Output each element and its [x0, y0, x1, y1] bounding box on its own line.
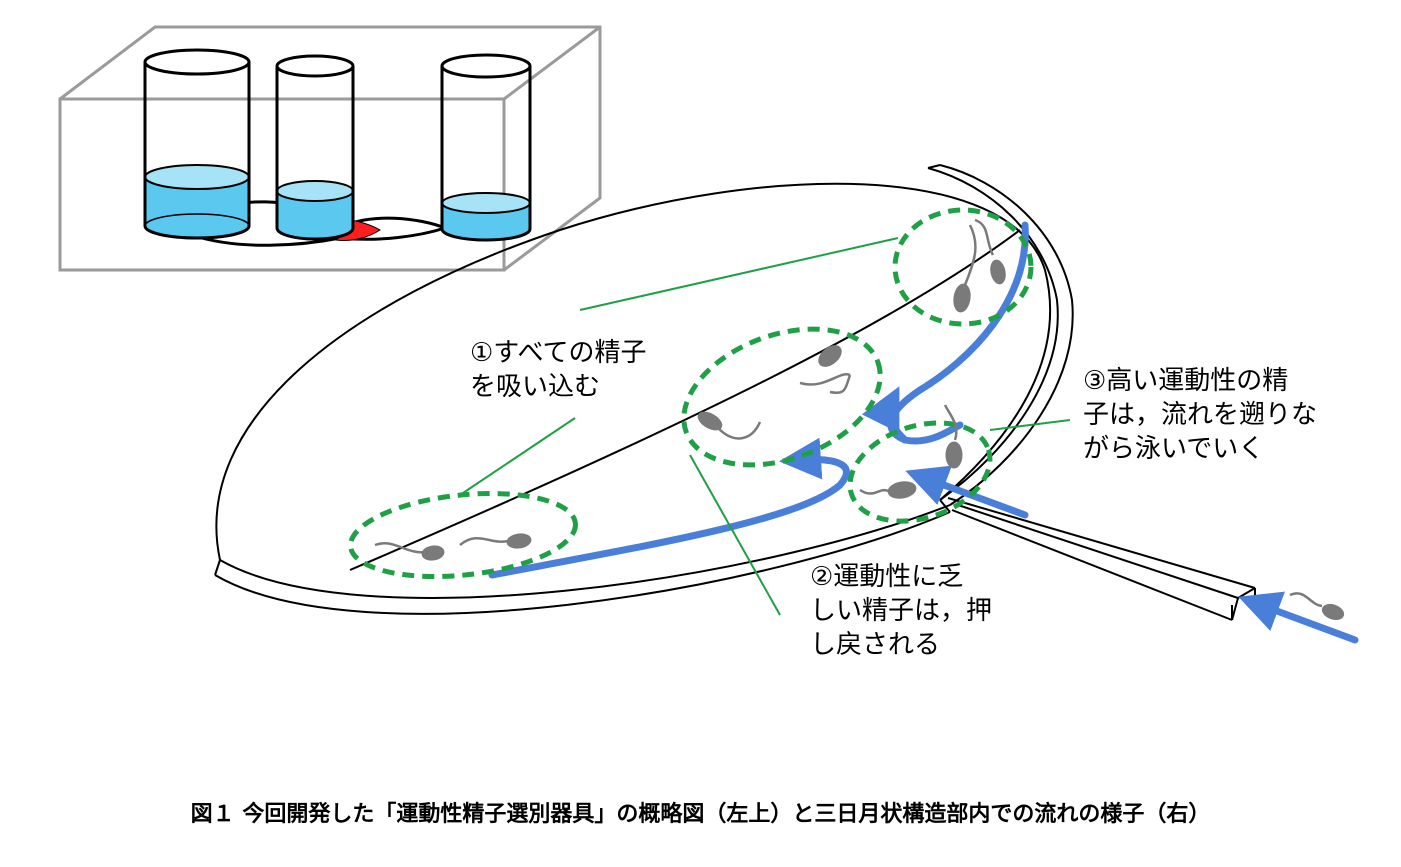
- flow-arrow-pushback: [488, 437, 850, 579]
- step1-line2: を吸い込む: [470, 372, 601, 402]
- sperm: [953, 224, 977, 313]
- circle-4: [847, 420, 993, 524]
- flow-arrow-inlet: [1238, 591, 1359, 644]
- sperm: [799, 345, 852, 394]
- device-inset: [58, 25, 602, 272]
- crescent-structure: [214, 164, 1256, 621]
- sperm: [459, 533, 532, 549]
- well-middle: [275, 54, 355, 241]
- circle-2: [681, 326, 883, 468]
- step1-line1: ①すべての精子: [470, 338, 647, 368]
- flow-arrow-channel: [905, 465, 1029, 519]
- sperm: [974, 218, 1006, 285]
- sperm: [697, 411, 762, 440]
- sperm-cells: [374, 218, 1345, 621]
- step3-line1: ③高い運動性の精: [1083, 366, 1289, 396]
- flow-arrows: [488, 221, 1359, 644]
- step2-line3: し戻される: [810, 630, 941, 660]
- circle-1: [892, 207, 1034, 327]
- flow-arrow-upstream-head: [861, 386, 909, 444]
- transparent-box: [58, 25, 602, 272]
- pointer-lines: [459, 237, 1071, 616]
- sperm: [859, 481, 917, 499]
- step2-line2: しい精子は，押: [810, 596, 993, 626]
- step2-line1: ②運動性に乏: [810, 562, 964, 592]
- well-right: [440, 53, 532, 242]
- sperm: [374, 542, 445, 561]
- step3-line2: 子は，流れを遡りな: [1083, 400, 1318, 430]
- well-left: [143, 48, 251, 240]
- annotation-step2: ②運動性に乏 しい精子は，押 し戻される: [810, 560, 992, 662]
- sperm: [1289, 592, 1345, 621]
- flow-arrow-upstream: [887, 221, 1029, 445]
- observation-circles: [348, 207, 1034, 579]
- figure-caption: 図１ 今回開発した「運動性精子選別器具」の概略図（左上）と三日月状構造部内での流…: [190, 802, 1211, 827]
- sperm: [943, 404, 963, 469]
- circle-3: [348, 491, 578, 579]
- annotation-step1: ①すべての精子 を吸い込む: [470, 336, 646, 404]
- step3-line3: がら泳いでいく: [1083, 434, 1265, 464]
- annotation-step3: ③高い運動性の精 子は，流れを遡りな がら泳いでいく: [1083, 364, 1317, 466]
